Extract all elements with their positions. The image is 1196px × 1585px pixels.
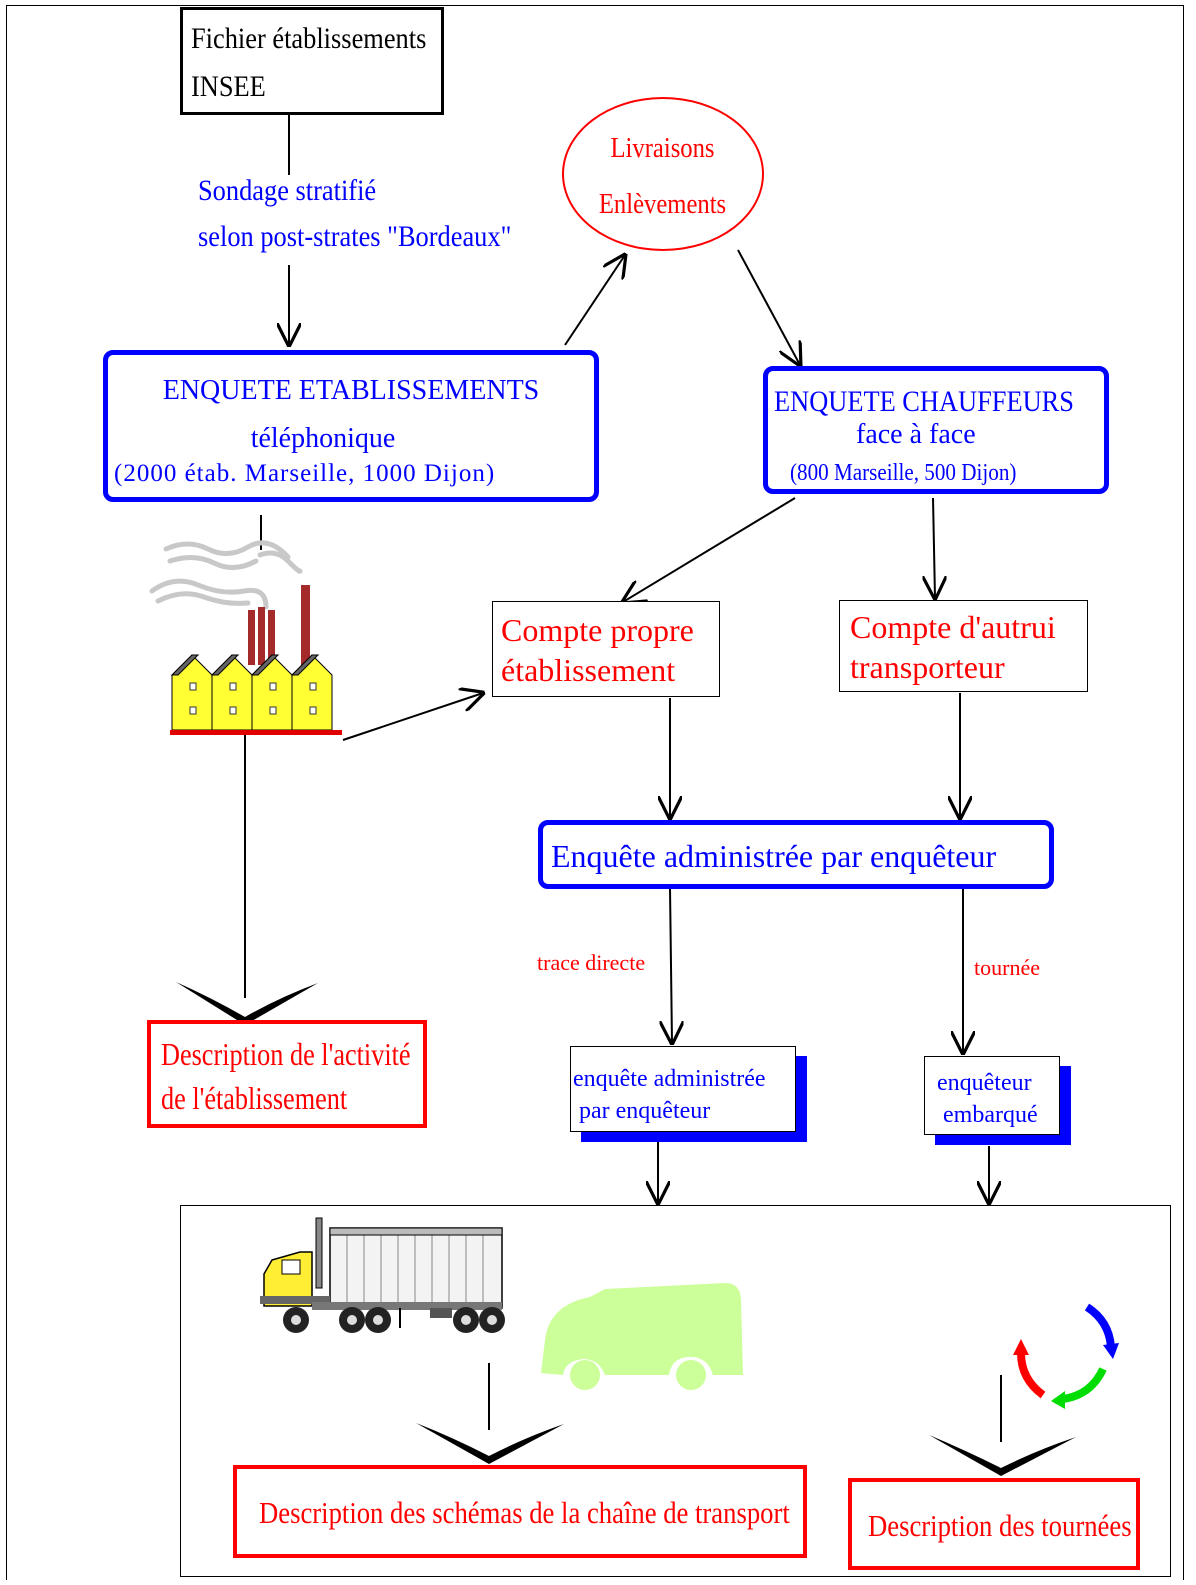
desc-schemas-label: Description des schémas de la chaîne de … [259,1495,790,1530]
vehicles-panel [180,1205,1171,1577]
chevron-arrow-schemas [416,1423,564,1464]
arrow-factory-compte-propre [342,693,483,741]
enquete-etablissements-box: ENQUETE ETABLISSEMENTS téléphonique (200… [103,350,599,502]
arrow-to-compte-autrui [933,497,935,598]
enquete-chauffeurs-box: ENQUETE CHAUFFEURS face à face (800 Mars… [763,366,1109,494]
sondage-line2: selon post-strates "Bordeaux" [198,220,512,253]
enquete-administree-box: Enquête administrée par enquêteur [538,820,1054,889]
truck-icon [260,1217,505,1333]
page-frame [6,5,1184,1580]
compte-autrui-box: Compte d'autrui transporteur [839,600,1088,692]
insee-line1: Fichier établissements [191,22,427,55]
livraisons-line2: Enlèvements [598,189,727,220]
arrow-to-livraisons [564,255,625,346]
enq-admin-small-box: enquête administrée par enquêteur [570,1046,796,1132]
arrow-admin-small [670,887,672,1043]
sondage-line1: Sondage stratifié [198,174,377,207]
enq-admin-small-line1: enquête administrée [573,1066,766,1092]
compte-propre-box: Compte propre établissement [492,601,720,697]
trace-directe-label: trace directe [537,950,646,975]
desc-schemas-box: Description des schémas de la chaîne de … [233,1465,807,1558]
compte-propre-line2: établissement [501,652,676,688]
arrow-to-enquete-chauff [737,249,800,365]
enq-embarque-box: enquêteur embarqué [924,1056,1060,1135]
insee-line2: INSEE [191,70,266,103]
chevron-arrow-activite [176,982,318,1025]
desc-tournees-box: Description des tournées [848,1478,1140,1570]
van-icon [541,1283,743,1390]
enq-embarque-line2: embarqué [943,1102,1038,1128]
compte-autrui-line2: transporteur [850,649,1005,685]
enquete-chauff-line1: ENQUETE CHAUFFEURS [774,385,1074,418]
livraisons-line1: Livraisons [610,133,715,164]
enquete-chauff-line3: (800 Marseille, 500 Dijon) [790,460,1017,486]
livraisons-ellipse: Livraisons Enlèvements [562,97,764,251]
desc-activite-line2: de l'établissement [161,1080,348,1116]
enquete-etab-line3: (2000 étab. Marseille, 1000 Dijon) [114,460,496,487]
enquete-etab-line2: téléphonique [250,423,396,454]
desc-activite-line1: Description de l'activité [161,1036,411,1072]
desc-tournees-label: Description des tournées [868,1508,1132,1543]
factory-icon [149,540,342,735]
compte-autrui-line1: Compte d'autrui [850,609,1056,645]
compte-propre-line1: Compte propre [501,612,694,648]
enquete-admin-label: Enquête administrée par enquêteur [551,838,997,874]
enquete-chauff-line2: face à face [856,419,976,450]
enquete-etab-line1: ENQUETE ETABLISSEMENTS [162,375,540,406]
enq-embarque-line1: enquêteur [937,1070,1032,1096]
arrow-to-compte-propre [623,497,796,602]
chevron-arrow-tournees [929,1435,1076,1476]
tournee-label: tournée [974,955,1040,980]
insee-box: Fichier établissements INSEE [180,7,444,115]
desc-activite-box: Description de l'activité de l'établisse… [147,1020,427,1128]
enq-admin-small-line2: par enquêteur [579,1098,711,1124]
cycle-arrows-icon [1013,1303,1119,1409]
